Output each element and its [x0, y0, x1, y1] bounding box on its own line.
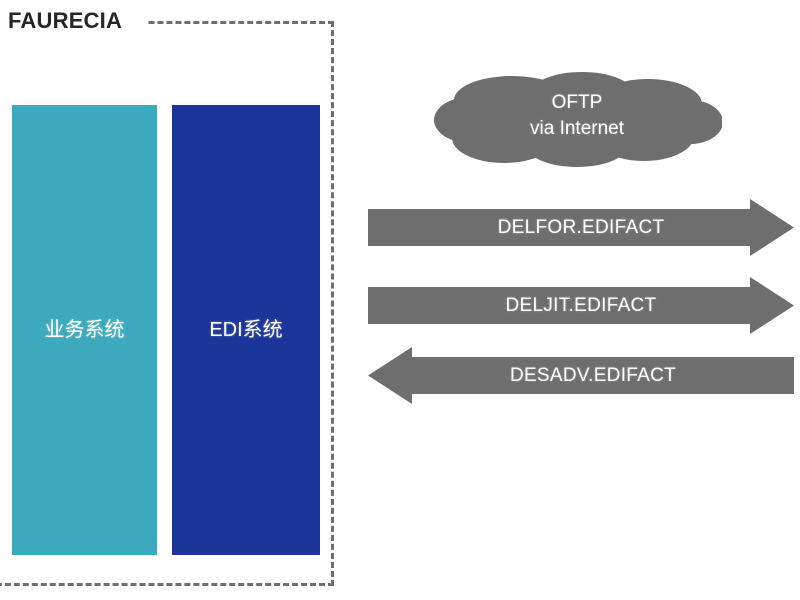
company-boundary [0, 21, 334, 586]
internet-cloud[interactable]: OFTP via Internet [432, 68, 722, 168]
arrow-right-icon [368, 277, 794, 334]
arrow-left-icon [368, 347, 794, 404]
page-title: FAURECIA [8, 8, 123, 33]
business-system-label: 业务系统 [44, 319, 125, 341]
edi-system-label: EDI系统 [209, 319, 283, 341]
boundary-title-mask [0, 10, 148, 36]
flow-arrow-deljit[interactable]: DELJIT.EDIFACT [366, 276, 796, 336]
flow-arrow-delfor[interactable]: DELFOR.EDIFACT [366, 198, 796, 258]
flow-arrow-desadv[interactable]: DESADV.EDIFACT [366, 346, 796, 406]
cloud-icon [434, 72, 722, 167]
edi-system-box[interactable]: EDI系统 [172, 105, 320, 555]
business-system-box[interactable]: 业务系统 [12, 105, 157, 555]
arrow-right-icon [368, 199, 794, 256]
